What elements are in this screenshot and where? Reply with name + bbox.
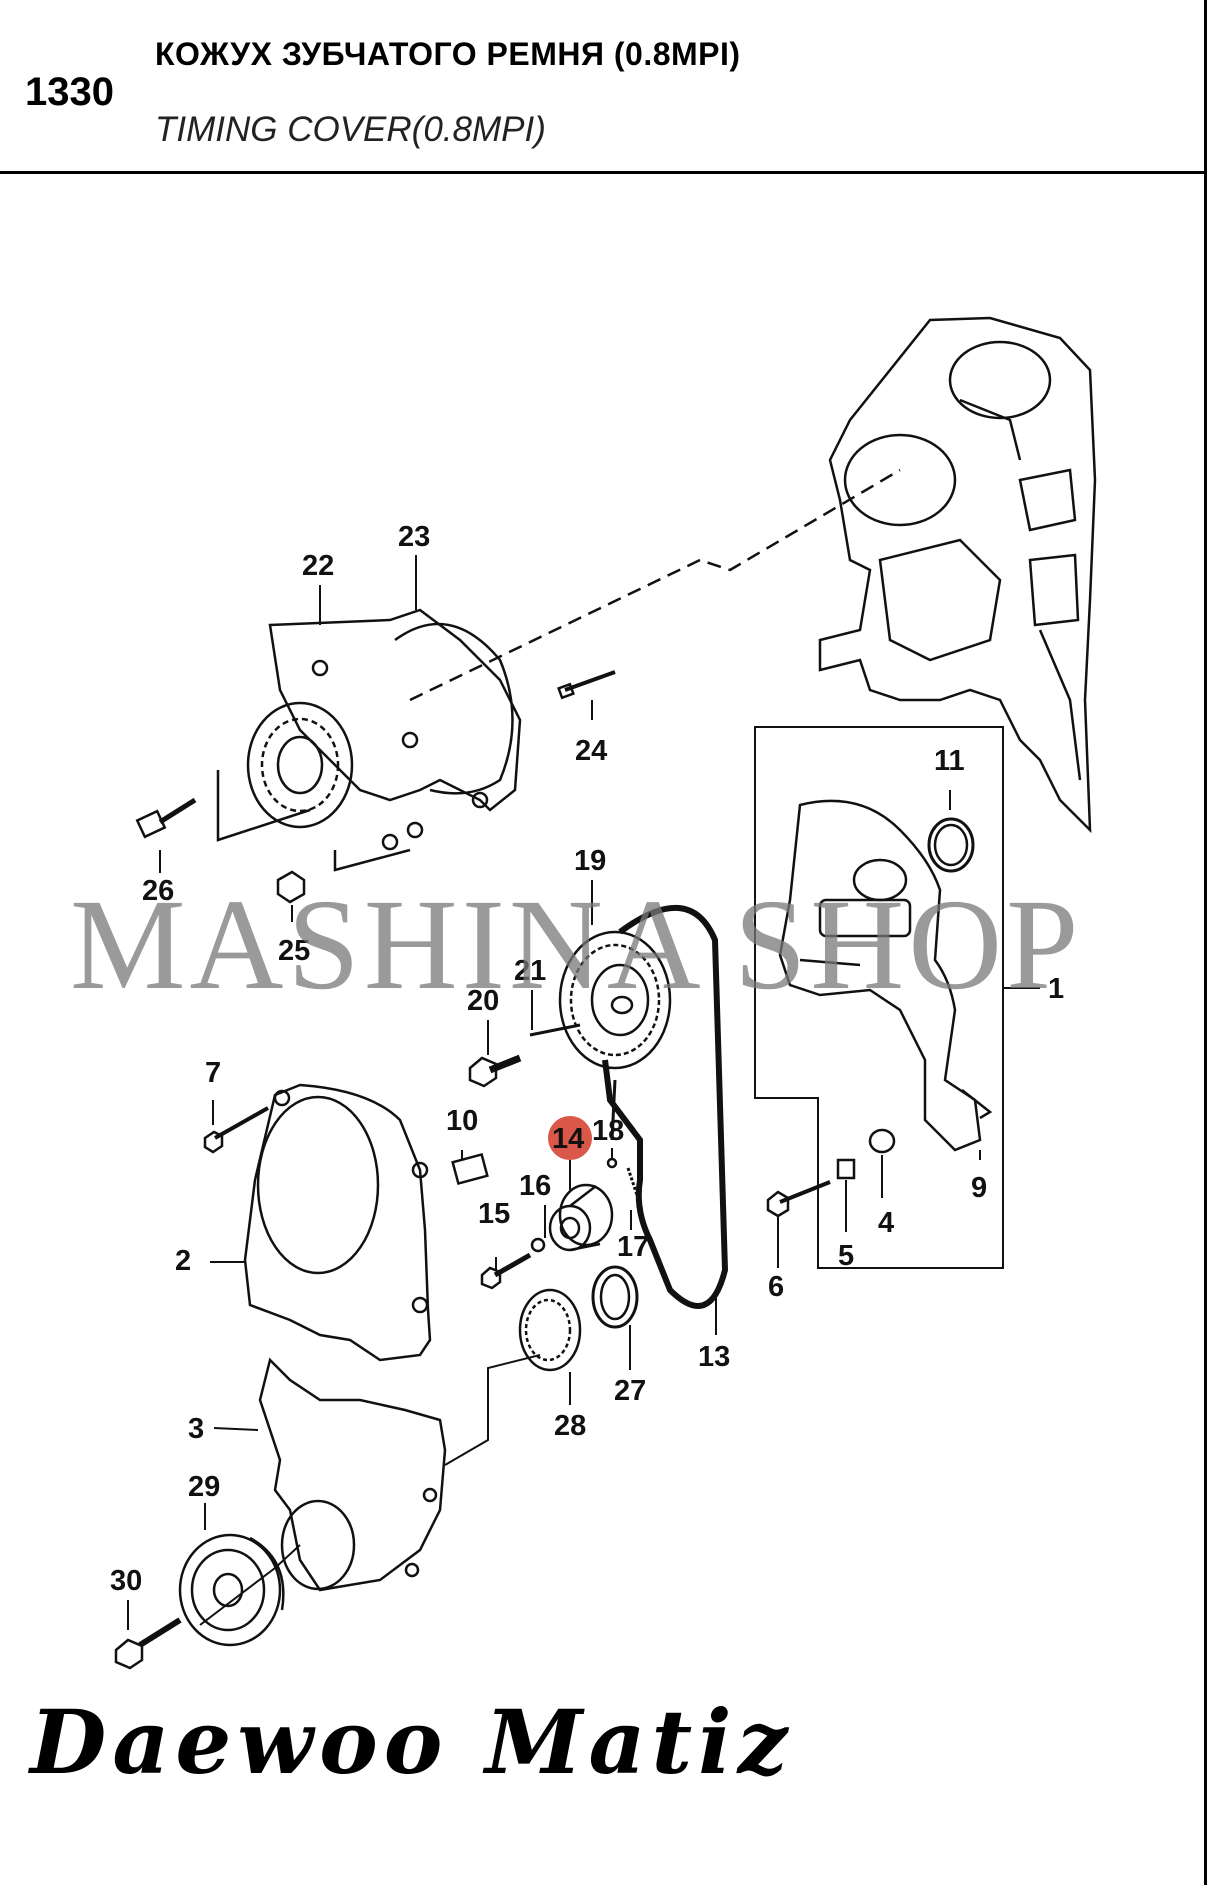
bolt-7 [214, 1106, 269, 1140]
callout-21: 21 [514, 955, 546, 987]
diagram-code: 1330 [25, 70, 114, 114]
washer-16 [530, 1237, 546, 1253]
pin-21 [529, 1023, 581, 1037]
crankshaft-sprocket [518, 1288, 582, 1372]
bolt-20-head [468, 1056, 498, 1088]
camshaft-sprocket [558, 930, 672, 1070]
callout-27: 27 [614, 1375, 646, 1407]
water-pump [268, 608, 522, 851]
callout-2: 2 [175, 1245, 191, 1277]
callout-4: 4 [878, 1207, 894, 1239]
callout-24: 24 [575, 735, 607, 767]
dowel-5 [836, 1158, 856, 1180]
callout-17: 17 [617, 1231, 649, 1263]
bolt-26-head [135, 809, 167, 839]
gasket-9 [961, 1089, 993, 1120]
page-right-border [1204, 0, 1207, 1885]
oil-seal-11-inner [933, 823, 969, 867]
engine-block [818, 316, 1097, 834]
alignment-line-pump [409, 468, 901, 702]
callout-23: 23 [398, 521, 430, 553]
brand-logo-text: Daewoo Matiz [30, 1690, 794, 1794]
pump-bracket-lines-2 [333, 848, 411, 872]
bolt-6-head [766, 1190, 790, 1218]
oil-seal-11 [927, 817, 975, 873]
callout-5: 5 [838, 1240, 854, 1272]
callout-18: 18 [592, 1115, 624, 1147]
lower-timing-cover [258, 1357, 447, 1592]
upper-timing-cover [243, 1083, 432, 1362]
spring-17 [626, 1167, 644, 1211]
callout-7: 7 [205, 1057, 221, 1089]
callout-13: 13 [698, 1341, 730, 1373]
crankshaft-pulley [178, 1533, 285, 1647]
bolt-15-head [480, 1266, 502, 1290]
callout-19: 19 [574, 845, 606, 877]
belt-inner [610, 1079, 617, 1141]
highlight-marker [548, 1116, 592, 1160]
watermark-text: MASHINA SHOP [70, 873, 1083, 1017]
title-english: TIMING COVER(0.8MPI) [155, 110, 546, 149]
bolt-26 [158, 797, 197, 825]
callout-11: 11 [934, 745, 965, 777]
bolt-30-head [114, 1638, 144, 1670]
callout-6: 6 [768, 1271, 784, 1303]
leader-lines [127, 555, 1040, 1630]
pulley-axis-line [199, 1544, 301, 1626]
pump-bracket-lines [216, 770, 311, 842]
plate-27 [591, 1265, 639, 1329]
callout-15: 15 [478, 1198, 510, 1230]
callout-10: 10 [446, 1105, 478, 1137]
callout-28: 28 [554, 1410, 586, 1442]
nut-25 [276, 870, 306, 904]
rear-plate-frame [754, 726, 1004, 1269]
callout-26: 26 [142, 875, 174, 907]
crank-axis-line [444, 1354, 541, 1466]
callout-25: 25 [278, 935, 310, 967]
part-4 [868, 1128, 896, 1154]
stud-24 [564, 670, 616, 692]
bolt-30 [138, 1617, 182, 1648]
callout-16: 16 [519, 1170, 551, 1202]
bolt-7-head [203, 1130, 224, 1154]
callout-3: 3 [188, 1413, 204, 1445]
tensioner-pulley [548, 1183, 614, 1252]
water-pump-sprocket [246, 701, 354, 829]
callout-20: 20 [467, 985, 499, 1017]
plate-27-inner [599, 1273, 631, 1321]
bolt-18 [606, 1157, 618, 1169]
stud-24-end [557, 682, 575, 700]
clip-10 [451, 1152, 489, 1186]
rear-timing-plate [778, 799, 982, 1152]
callout-14: 14 [552, 1123, 584, 1155]
callout-30: 30 [110, 1565, 142, 1597]
callout-22: 22 [302, 550, 334, 582]
callout-29: 29 [188, 1471, 220, 1503]
title-russian: КОЖУХ ЗУБЧАТОГО РЕМНЯ (0.8MPI) [155, 36, 741, 72]
callout-1: 1 [1048, 973, 1064, 1005]
callout-9: 9 [971, 1172, 987, 1204]
